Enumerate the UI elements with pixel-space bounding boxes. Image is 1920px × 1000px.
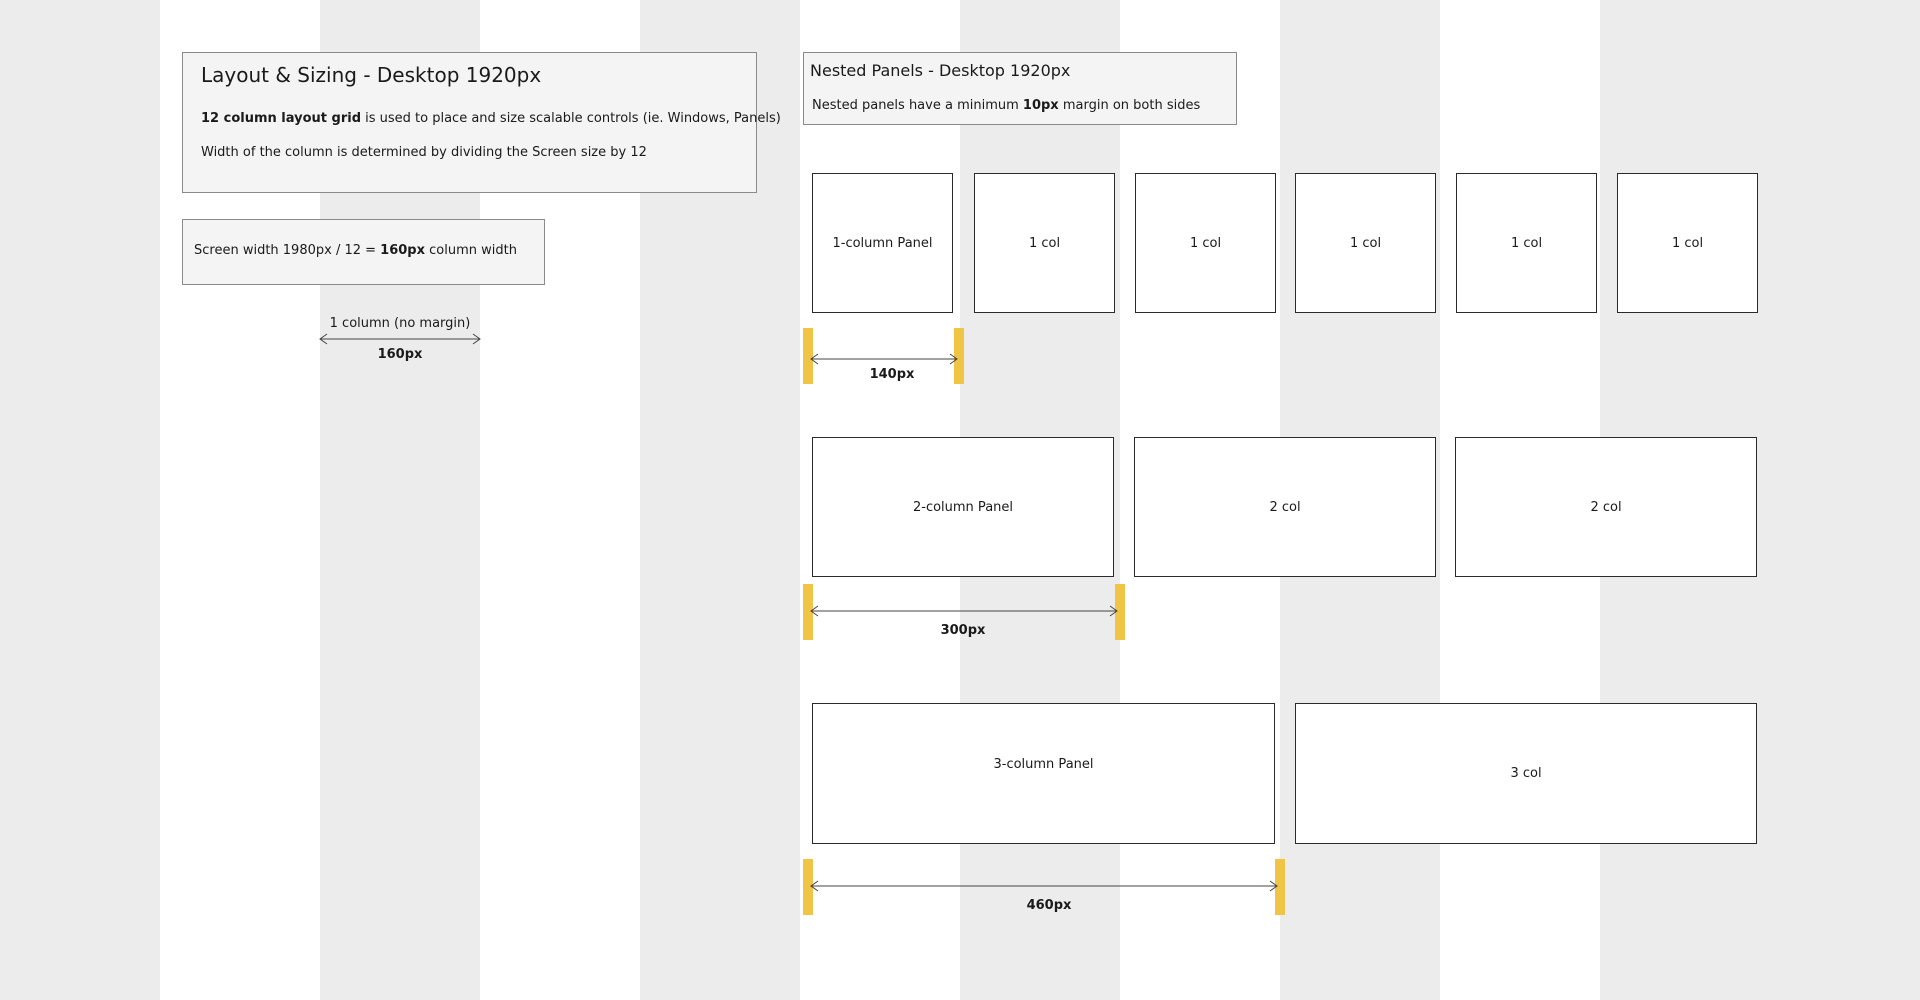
nested-info-title: Nested Panels - Desktop 1920px xyxy=(810,61,1071,80)
measure-label-460: 460px xyxy=(1026,898,1072,913)
measure-arrow-140 xyxy=(810,353,958,365)
panel-1-column: 1-column Panel xyxy=(812,173,953,313)
nested-info-bold: 10px xyxy=(1022,98,1059,113)
panel-1-col: 1 col xyxy=(1295,173,1436,313)
layout-info-title: Layout & Sizing - Desktop 1920px xyxy=(201,63,542,87)
calc-prefix: Screen width 1980px / 12 = xyxy=(194,243,381,258)
panel-3-column: 3-column Panel xyxy=(812,703,1275,844)
margin-marker xyxy=(954,328,964,384)
column-measure-value: 160px xyxy=(377,347,423,362)
panel-3-col: 3 col xyxy=(1295,703,1757,844)
panel-2-col: 2 col xyxy=(1455,437,1757,577)
column-measure-label: 1 column (no margin) xyxy=(329,316,471,331)
grid-column-band xyxy=(0,0,160,1000)
calc-text: Screen width 1980px / 12 = 160px column … xyxy=(194,243,517,258)
panel-1-col: 1 col xyxy=(1135,173,1276,313)
measure-arrow-300 xyxy=(810,605,1118,617)
nested-info-prefix: Nested panels have a minimum xyxy=(812,98,1023,113)
measure-label-300: 300px xyxy=(940,623,986,638)
calc-bold: 160px xyxy=(380,243,425,258)
nested-info-text: Nested panels have a minimum 10px margin… xyxy=(812,98,1200,113)
margin-marker xyxy=(1115,584,1125,640)
layout-info-line-2: Width of the column is determined by div… xyxy=(201,145,647,160)
measure-arrow-460 xyxy=(810,880,1278,892)
panel-2-column: 2-column Panel xyxy=(812,437,1114,577)
layout-info-line-1: 12 column layout grid is used to place a… xyxy=(201,111,781,126)
grid-column-band-edge xyxy=(1760,0,1920,1000)
panel-1-col: 1 col xyxy=(1617,173,1758,313)
nested-info-suffix: margin on both sides xyxy=(1058,98,1201,113)
panel-1-col: 1 col xyxy=(974,173,1115,313)
measure-label-140: 140px xyxy=(869,367,915,382)
panel-2-col: 2 col xyxy=(1134,437,1436,577)
margin-marker xyxy=(1275,859,1285,915)
calc-suffix: column width xyxy=(425,243,517,258)
margin-marker xyxy=(803,328,813,384)
layout-info-line-1-bold: 12 column layout grid xyxy=(201,111,361,126)
layout-info-line-1-rest: is used to place and size scalable contr… xyxy=(361,111,781,126)
panel-1-col: 1 col xyxy=(1456,173,1597,313)
nested-info-box: Nested Panels - Desktop 1920px Nested pa… xyxy=(803,52,1237,125)
layout-info-box: Layout & Sizing - Desktop 1920px 12 colu… xyxy=(182,52,781,193)
margin-marker xyxy=(803,859,813,915)
calc-box: Screen width 1980px / 12 = 160px column … xyxy=(182,219,545,285)
margin-marker xyxy=(803,584,813,640)
column-measure-arrow xyxy=(319,333,481,345)
